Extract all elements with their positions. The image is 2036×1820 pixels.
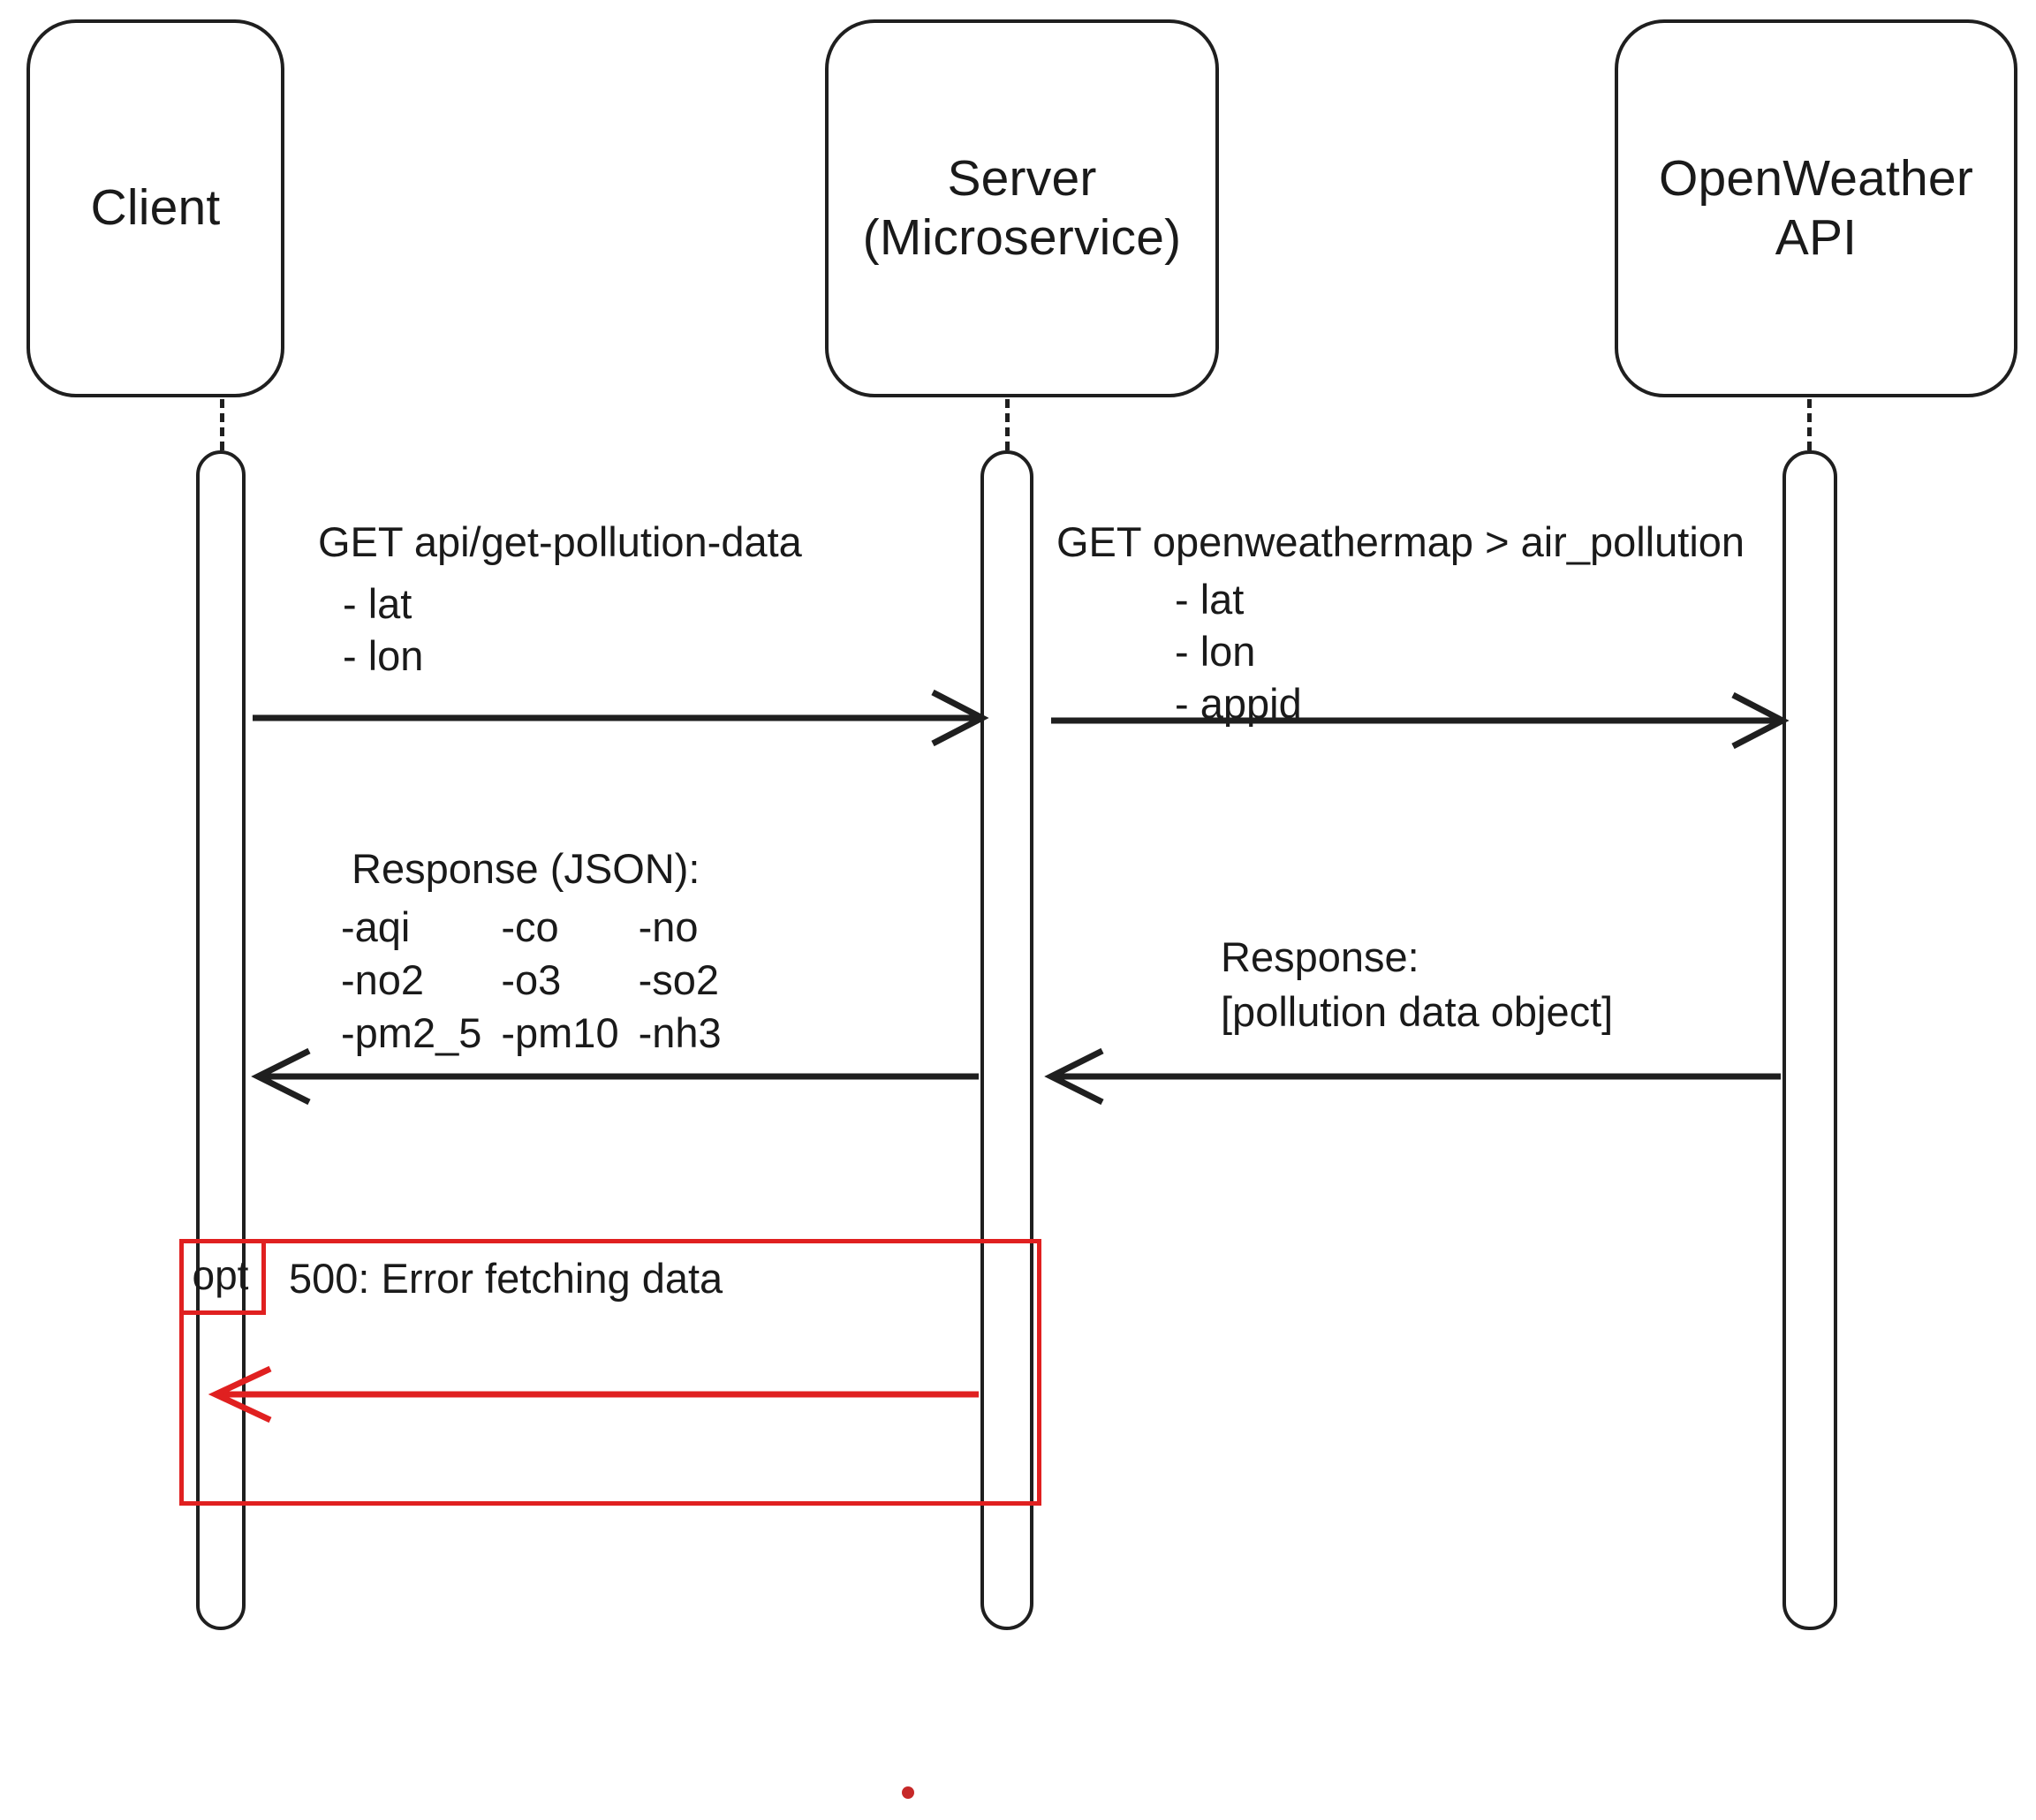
- message-2-title: GET openweathermap > air_pollution: [1056, 518, 1745, 565]
- message-2-arrow: [1051, 691, 1790, 750]
- activation-bar-server: [980, 450, 1033, 1630]
- message-4-title: Response (JSON):: [352, 845, 700, 892]
- participant-box-server[interactable]: Server (Microservice): [825, 19, 1219, 397]
- message-3-arrow: [1044, 1047, 1781, 1106]
- participant-label-client: Client: [90, 179, 221, 237]
- field-nh3: -nh3: [638, 1009, 722, 1057]
- table-row: -aqi -co -no: [341, 901, 741, 954]
- fragment-opt-tab[interactable]: opt: [179, 1239, 266, 1315]
- field-co: -co: [501, 903, 559, 950]
- activation-bar-client: [196, 450, 246, 1630]
- message-1-title: GET api/get-pollution-data: [318, 518, 802, 565]
- table-row: -pm2_5 -pm10 -nh3: [341, 1007, 741, 1060]
- field-o3: -o3: [501, 956, 562, 1004]
- field-pm2-5: -pm2_5: [341, 1009, 482, 1057]
- participant-label-openweather: OpenWeather API: [1658, 149, 1974, 266]
- field-no: -no: [638, 903, 699, 950]
- red-dot-marker: [902, 1786, 914, 1799]
- field-so2: -so2: [638, 956, 720, 1004]
- table-row: -no2 -o3 -so2: [341, 954, 741, 1007]
- message-3-title: Response:: [1221, 933, 1419, 980]
- participant-box-client[interactable]: Client: [26, 19, 284, 397]
- response-fields-table: -aqi -co -no -no2 -o3 -so2 -pm2_5 -pm10 …: [341, 901, 741, 1060]
- message-3-params: [pollution data object]: [1221, 988, 1614, 1035]
- lifeline-dash-server: [1005, 399, 1010, 450]
- message-4-fields: -aqi -co -no -no2 -o3 -so2 -pm2_5 -pm10 …: [341, 901, 741, 1060]
- message-1-arrow: [253, 689, 989, 747]
- fragment-opt-box[interactable]: [179, 1239, 1041, 1506]
- message-1-params: - lat - lon: [343, 580, 424, 679]
- lifeline-dash-openweather: [1807, 399, 1812, 450]
- fragment-opt-label: opt: [192, 1251, 249, 1298]
- message-4-arrow: [251, 1047, 979, 1106]
- field-aqi: -aqi: [341, 903, 411, 950]
- activation-bar-openweather: [1782, 450, 1837, 1630]
- field-pm10: -pm10: [501, 1009, 619, 1057]
- fragment-opt-title: 500: Error fetching data: [289, 1255, 723, 1302]
- lifeline-dash-client: [220, 399, 224, 450]
- field-no2: -no2: [341, 956, 425, 1004]
- participant-label-server: Server (Microservice): [862, 149, 1182, 266]
- fragment-opt-arrow: [208, 1365, 979, 1424]
- participant-box-openweather[interactable]: OpenWeather API: [1615, 19, 2017, 397]
